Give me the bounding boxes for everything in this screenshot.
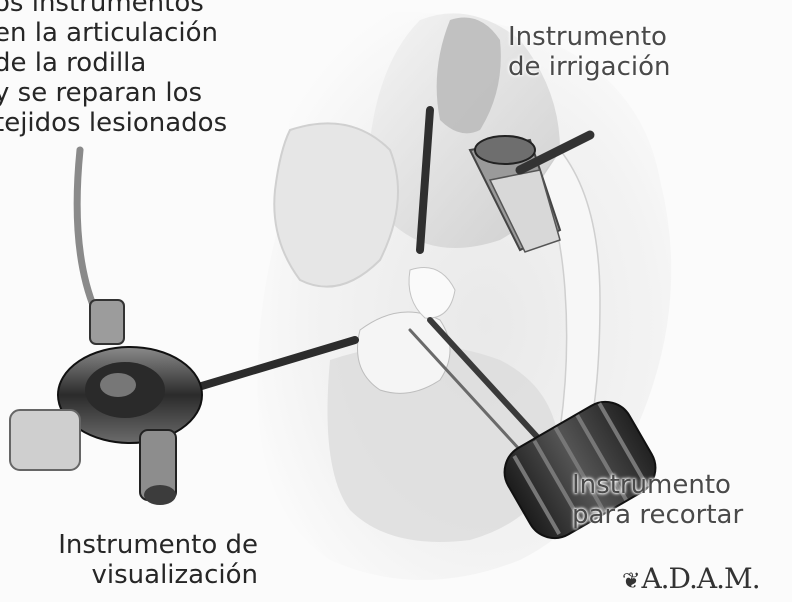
label-line: Instrumento bbox=[572, 470, 743, 500]
label-line: de irrigación bbox=[508, 52, 670, 82]
adam-logo-text: A.D.A.M. bbox=[641, 562, 759, 595]
description-line: en la articulación bbox=[0, 18, 227, 48]
description-line: de la rodilla bbox=[0, 48, 227, 78]
adam-logo: ❦A.D.A.M. bbox=[622, 562, 760, 595]
description-line: os instrumentos bbox=[0, 0, 227, 18]
label-line: visualización bbox=[34, 560, 258, 590]
label-line: Instrumento bbox=[508, 22, 670, 52]
label-line: Instrumento de bbox=[34, 530, 258, 560]
cutting-instrument-label: Instrumento para recortar bbox=[572, 470, 743, 530]
label-line: para recortar bbox=[572, 500, 743, 530]
description-line: y se reparan los bbox=[0, 78, 227, 108]
irrigation-instrument-label: Instrumento de irrigación bbox=[508, 22, 670, 82]
description-line: tejidos lesionados bbox=[0, 108, 227, 138]
adam-logo-icon: ❦ bbox=[622, 569, 639, 594]
procedure-description: os instrumentos en la articulación de la… bbox=[0, 0, 227, 138]
viewing-instrument-label: Instrumento de visualización bbox=[34, 530, 258, 590]
